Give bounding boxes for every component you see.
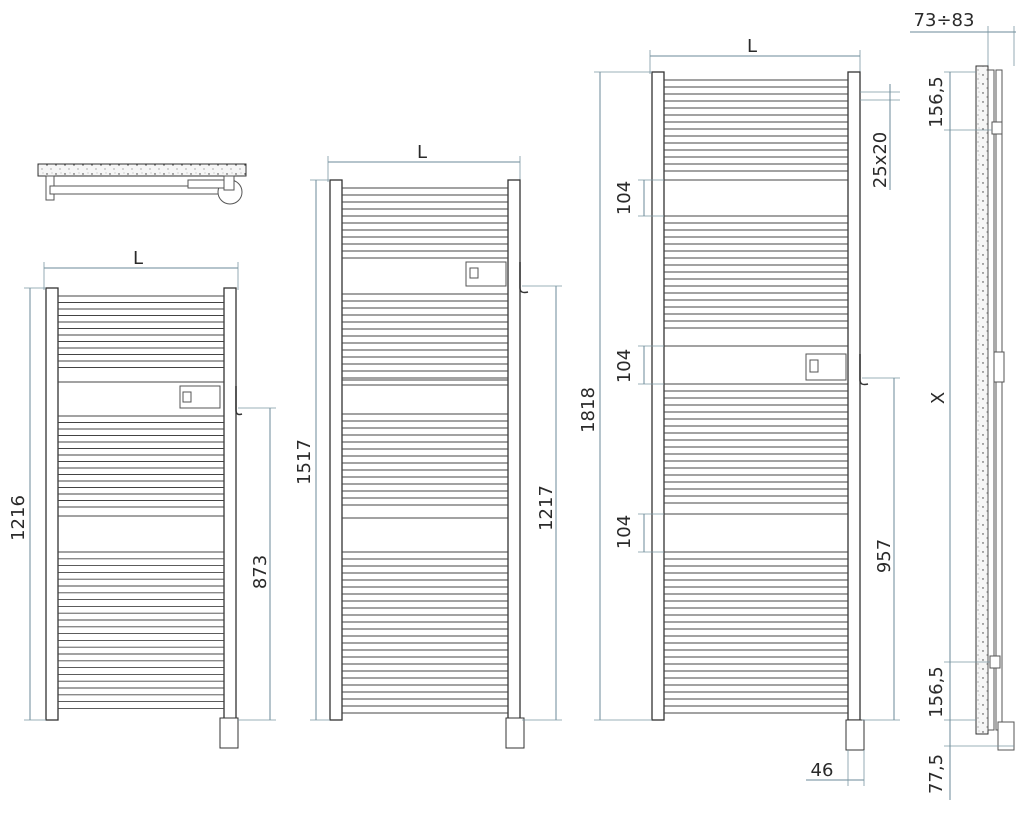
side-bracket-bottom — [989, 655, 1001, 669]
small-right-column — [223, 287, 237, 721]
large-right-column — [847, 71, 861, 721]
small-bars — [58, 295, 224, 709]
small-thermostat-display — [182, 391, 192, 403]
side-depth-label: 73÷83 — [914, 10, 975, 31]
side-view: 73÷83 156,5 X 156,5 77,5 — [910, 10, 1016, 800]
radiator-large: L 1818 104 104 104 25x20 957 — [578, 36, 900, 786]
medium-connection-label: 1217 — [536, 485, 557, 531]
wall-section-top — [37, 163, 247, 177]
top-view-bracket-right — [223, 175, 235, 191]
side-top-label: 156,5 — [926, 76, 947, 128]
large-heater-element — [845, 719, 865, 751]
large-gap-label-1: 104 — [614, 181, 635, 215]
top-view — [37, 163, 247, 205]
top-view-thermostat — [187, 179, 225, 189]
small-connection-label: 873 — [250, 555, 271, 589]
medium-thermostat — [465, 261, 507, 287]
side-heater-element — [997, 721, 1015, 751]
large-hook-icon — [859, 354, 869, 386]
large-width-label: L — [747, 36, 757, 57]
medium-width-label: L — [417, 142, 427, 163]
medium-right-column — [507, 179, 521, 721]
large-height-label: 1818 — [578, 387, 599, 433]
radiator-small: L 1216 873 — [8, 248, 276, 749]
small-thermostat — [179, 385, 221, 409]
large-connection-label: 957 — [874, 539, 895, 573]
small-hook-icon — [235, 386, 243, 416]
wall-section-side — [975, 65, 989, 735]
large-bars — [664, 79, 848, 714]
large-thermostat — [805, 353, 847, 381]
side-x-label: X — [928, 392, 949, 404]
side-tube-front — [995, 69, 1003, 731]
medium-thermostat-display — [469, 267, 479, 279]
large-tube-label: 25x20 — [870, 132, 891, 188]
side-bottom-label: 156,5 — [926, 666, 947, 718]
medium-left-column — [329, 179, 343, 721]
medium-bars — [342, 187, 508, 714]
side-thermostat — [993, 351, 1005, 383]
small-width-label: L — [133, 248, 143, 269]
small-height-label: 1216 — [8, 495, 29, 541]
small-left-column — [45, 287, 59, 721]
large-left-column — [651, 71, 665, 721]
side-bracket-top — [991, 121, 1003, 135]
side-tube-back — [987, 69, 995, 731]
large-gap-label-3: 104 — [614, 515, 635, 549]
large-gap-label-2: 104 — [614, 349, 635, 383]
medium-heater-element — [505, 717, 525, 749]
side-floor-label: 77,5 — [926, 754, 947, 794]
small-heater-element — [219, 717, 239, 749]
large-thermostat-display — [809, 359, 819, 373]
medium-hook-icon — [519, 262, 529, 294]
medium-height-label: 1517 — [294, 439, 315, 485]
large-offset-label: 46 — [811, 760, 834, 781]
radiator-medium: L 1517 1217 — [294, 142, 562, 749]
